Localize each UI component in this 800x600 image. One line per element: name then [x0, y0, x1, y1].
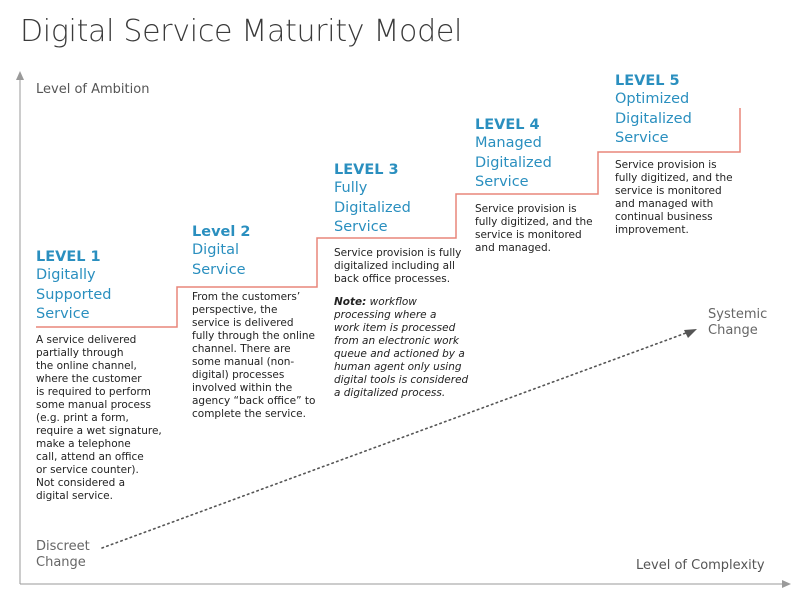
level-3-heading: LEVEL 3 Fully Digitalized Service [334, 161, 411, 238]
level-2-description-line: perspective, the [192, 304, 278, 316]
level-1-heading: LEVEL 1 Digitally Supported Service [36, 248, 111, 325]
level-1-description-line: Not considered a [36, 477, 126, 489]
level-5-description-line: and managed with [615, 198, 714, 210]
x-axis-arrowhead [782, 580, 791, 588]
level-1-description-line: (e.g. print a form, [36, 412, 129, 424]
level-1-description-line: some manual process [36, 399, 151, 411]
level-1-name-line: Digitally [36, 267, 96, 283]
level-1-name-line: Service [36, 306, 90, 322]
level-4-number: LEVEL 4 [475, 117, 540, 133]
level-5-name-line: Digitalized [615, 110, 692, 127]
level-3-description-line: back office processes. [334, 273, 451, 285]
y-axis-label: Level of Ambition [36, 82, 150, 97]
maturity-staircase [36, 108, 741, 328]
level-1-description-line: partially through [36, 347, 124, 359]
level-1-name: Digitally Supported Service [36, 266, 111, 325]
level-4-description-line: service is monitored [475, 229, 582, 241]
level-1-description: A service delivered partially through th… [36, 334, 162, 503]
discreet-change-label: Discreet Change [36, 539, 90, 571]
discreet-change-label-line: Discreet [36, 539, 90, 554]
level-2-name-line: Digital [192, 242, 240, 258]
level-3-note-line: from an electronic work [334, 335, 459, 347]
level-2-description-line: involved within the [192, 382, 293, 394]
level-3-note-label: Note: [334, 296, 367, 308]
level-3-note-line: processing where a [334, 309, 437, 321]
level-1-description-line: or service counter). [36, 464, 139, 476]
level-1-number: LEVEL 1 [36, 249, 101, 265]
level-1-name-line: Supported [36, 286, 112, 303]
level-4-name-line: Service [475, 174, 529, 190]
level-1-description-line: make a telephone [36, 438, 131, 450]
level-3-note: Note: workflow processing where a work i… [334, 296, 468, 400]
level-4-description-line: Service provision is [475, 203, 577, 215]
level-2-heading: Level 2 Digital Service [192, 223, 250, 280]
level-4-description-line: and managed. [475, 242, 551, 254]
level-4-description-line: fully digitized, and the [475, 216, 593, 228]
level-2-name-line: Service [192, 261, 246, 278]
systemic-change-label: Systemic Change [708, 307, 767, 339]
level-2-description-line: agency “back office” to [192, 395, 316, 407]
level-2-description-line: From the customers’ [192, 291, 301, 303]
level-2-description-line: channel. There are [192, 343, 291, 355]
level-4-description: Service provision is fully digitized, an… [475, 203, 593, 255]
level-3-name: Fully Digitalized Service [334, 179, 411, 238]
level-1-description-line: is required to perform [36, 386, 151, 398]
level-4-name: Managed Digitalized Service [475, 134, 552, 193]
level-4-name-line: Digitalized [475, 154, 552, 171]
level-5-name-line: Optimized [615, 91, 690, 107]
level-5-description-line: service is monitored [615, 185, 722, 197]
discreet-change-label-line: Change [36, 555, 86, 570]
level-2-description-line: service is delivered [192, 317, 294, 329]
level-5-description-line: Service provision is [615, 159, 717, 171]
level-2-number: Level 2 [192, 224, 251, 240]
level-5-heading: LEVEL 5 Optimized Digitalized Service [615, 72, 692, 149]
level-3-note-line: human agent only using [334, 361, 462, 373]
trend-arrowhead [684, 329, 697, 338]
level-2-description-line: digital) processes [192, 369, 285, 381]
level-5-name: Optimized Digitalized Service [615, 90, 692, 149]
level-3-note-line: queue and actioned by a [334, 348, 465, 360]
level-1-description-line: digital service. [36, 490, 113, 502]
level-5-description: Service provision is fully digitized, an… [615, 159, 733, 237]
level-1-description-line: A service delivered [36, 334, 137, 346]
level-2-description-line: complete the service. [192, 408, 306, 420]
level-4-name-line: Managed [475, 135, 542, 151]
trend-arrow-line [101, 332, 687, 549]
level-3-name-line: Digitalized [334, 199, 411, 216]
level-1-description-line: require a wet signature, [36, 425, 162, 437]
level-1-description-line: where the customer [36, 373, 142, 385]
systemic-change-label-line: Change [708, 323, 758, 338]
level-3-note-line: digital tools is considered [334, 374, 469, 386]
level-4-heading: LEVEL 4 Managed Digitalized Service [475, 116, 552, 193]
level-1-description-line: call, attend an office [36, 451, 144, 463]
level-5-number: LEVEL 5 [615, 73, 680, 89]
systemic-change-label-line: Systemic [708, 307, 768, 322]
level-5-description-line: fully digitized, and the [615, 172, 733, 184]
level-3-number: LEVEL 3 [334, 162, 399, 178]
level-1-description-line: the online channel, [36, 360, 137, 372]
level-5-description-line: continual business [615, 211, 713, 223]
level-5-description-line: improvement. [615, 224, 689, 236]
level-2-description-line: fully through the online [192, 330, 315, 342]
level-3-note-text: workflow [366, 296, 417, 308]
level-2-description: From the customers’ perspective, the ser… [192, 291, 315, 421]
level-3-note-line: work item is processed [334, 322, 456, 334]
level-3-name-line: Fully [334, 180, 368, 196]
level-3-note-line: Note: workflow [334, 296, 468, 309]
level-3-description-line: digitalized including all [334, 260, 455, 272]
y-axis-arrowhead [16, 71, 24, 80]
level-3-description-line: Service provision is fully [334, 247, 462, 259]
level-2-description-line: some manual (non- [192, 356, 295, 368]
page-title: Digital Service Maturity Model [20, 14, 463, 49]
level-3-description: Service provision is fully digitalized i… [334, 247, 461, 286]
level-3-note-line: a digitalized process. [334, 387, 446, 399]
level-5-name-line: Service [615, 130, 669, 146]
level-2-name: Digital Service [192, 241, 250, 280]
x-axis-label: Level of Complexity [636, 558, 765, 573]
level-3-name-line: Service [334, 219, 388, 235]
